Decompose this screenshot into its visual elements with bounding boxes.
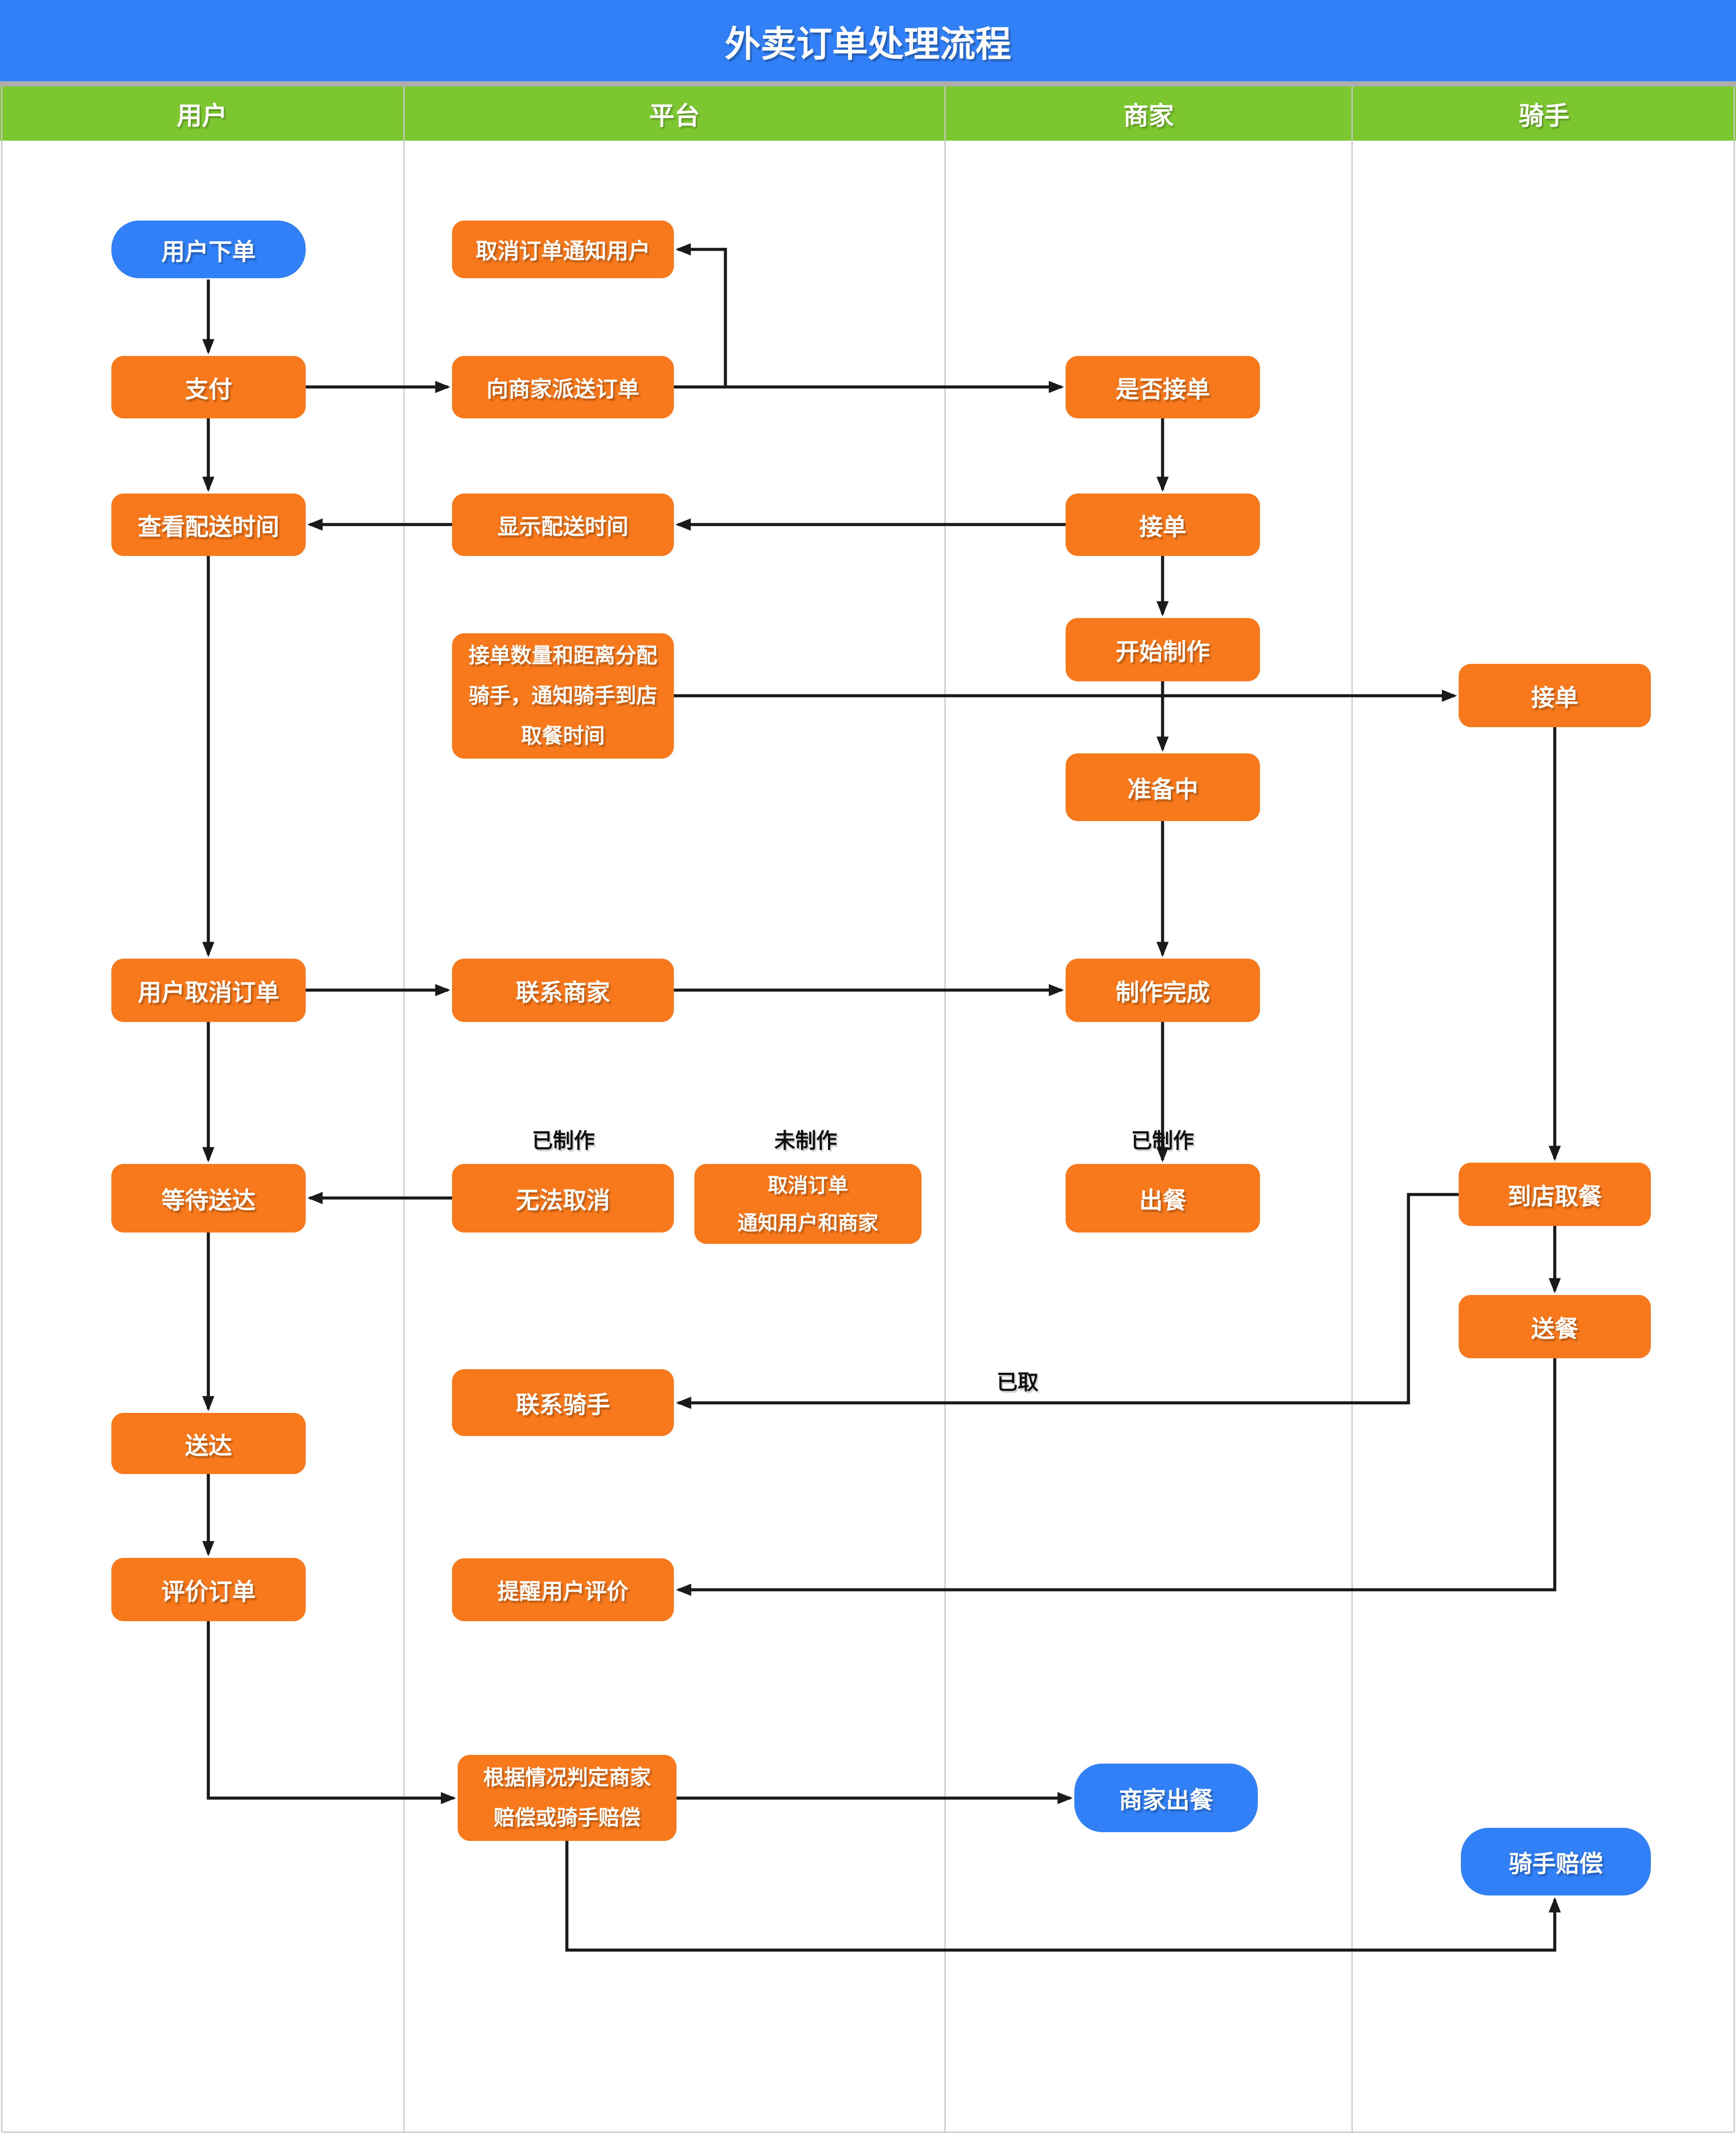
node-remind-user-rate: 提醒用户评价 bbox=[452, 1558, 674, 1621]
lane-header-platform-label: 平台 bbox=[649, 102, 700, 130]
node-rate-order: 评价订单 bbox=[111, 1558, 306, 1621]
node-preparing: 准备中 bbox=[1066, 753, 1260, 821]
edge-rate-to-judge bbox=[207, 1621, 456, 1804]
edges bbox=[202, 243, 1561, 1952]
node-rider-compensate: 骑手赔偿 bbox=[1461, 1828, 1651, 1895]
lane-header-user: 用户 bbox=[0, 86, 404, 141]
edge-label-not-made: 未制作 bbox=[774, 1129, 838, 1153]
node-rider-accept: 接单 bbox=[1459, 664, 1651, 727]
node-merchant-accept: 接单 bbox=[1066, 494, 1260, 556]
lane-header-user-label: 用户 bbox=[176, 102, 228, 130]
title-bar: 外卖订单处理流程 bbox=[0, 0, 1736, 81]
node-accept-or-not: 是否接单 bbox=[1066, 356, 1260, 418]
node-contact-rider: 联系骑手 bbox=[452, 1369, 674, 1436]
node-dispatch-to-merchant: 向商家派送订单 bbox=[452, 356, 674, 418]
edge-label-picked-up: 已取 bbox=[996, 1371, 1039, 1394]
lane-header-row: 用户 平台 商家 骑手 bbox=[0, 86, 1736, 141]
edge-pickup-to-contact-rider bbox=[676, 1193, 1459, 1409]
node-serve-meal: 出餐 bbox=[1066, 1164, 1260, 1233]
edge-accept-or-not-to-cancel-notify-user bbox=[675, 243, 727, 387]
lane-dividers bbox=[1, 86, 1735, 2133]
lane-header-platform: 平台 bbox=[404, 86, 945, 141]
edge-label-made-right: 已制作 bbox=[1131, 1129, 1194, 1153]
node-assign-rider: 接单数量和距离分配 骑手，通知骑手到店 取餐时间 bbox=[452, 633, 674, 759]
node-contact-merchant: 联系商家 bbox=[452, 959, 674, 1022]
node-user-cancel-order: 用户取消订单 bbox=[111, 959, 306, 1022]
title-divider bbox=[0, 81, 1736, 86]
lane-header-merchant: 商家 bbox=[945, 86, 1352, 141]
node-wait-delivery: 等待送达 bbox=[111, 1164, 306, 1233]
node-cannot-cancel: 无法取消 bbox=[452, 1164, 674, 1233]
node-view-delivery-time: 查看配送时间 bbox=[111, 494, 306, 556]
node-user-place-order: 用户下单 bbox=[111, 221, 306, 278]
node-show-delivery-time: 显示配送时间 bbox=[452, 494, 674, 556]
node-delivered: 送达 bbox=[111, 1413, 306, 1474]
lane-header-rider-label: 骑手 bbox=[1519, 102, 1570, 130]
edge-judge-to-rider-compensate bbox=[565, 1841, 1561, 1952]
node-start-cooking: 开始制作 bbox=[1066, 618, 1260, 681]
edge-deliver-to-remind-rate bbox=[676, 1358, 1557, 1596]
lane-header-rider: 骑手 bbox=[1352, 86, 1736, 141]
page-title: 外卖订单处理流程 bbox=[725, 24, 1011, 64]
lane-header-merchant-label: 商家 bbox=[1123, 102, 1174, 130]
node-merchant-serve: 商家出餐 bbox=[1074, 1764, 1258, 1832]
node-judge-compensation: 根据情况判定商家 赔偿或骑手赔偿 bbox=[458, 1755, 676, 1841]
node-cooking-done: 制作完成 bbox=[1066, 959, 1260, 1022]
node-cancel-notify-both: 取消订单 通知用户和商家 bbox=[694, 1164, 921, 1244]
node-deliver-meal: 送餐 bbox=[1459, 1295, 1651, 1358]
node-pickup-at-store: 到店取餐 bbox=[1459, 1163, 1651, 1226]
node-pay: 支付 bbox=[111, 356, 306, 418]
edge-label-made-left: 已制作 bbox=[531, 1129, 595, 1153]
node-cancel-notify-user: 取消订单通知用户 bbox=[452, 221, 674, 278]
